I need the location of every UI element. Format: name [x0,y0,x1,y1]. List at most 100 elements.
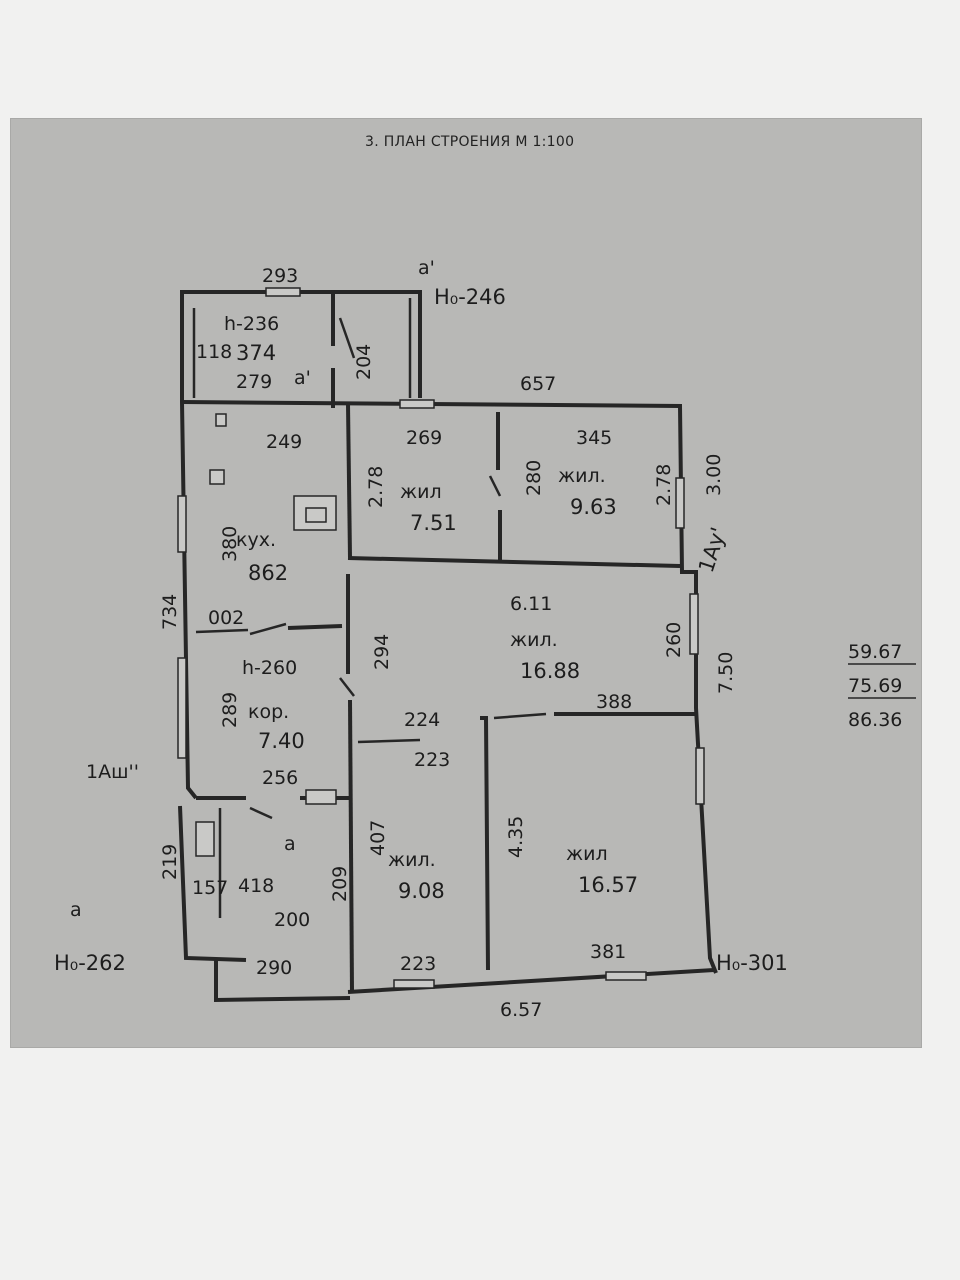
mark-section-left: 1Аш'' [86,761,139,783]
window-kitchen-left [177,495,187,553]
dim-657-top: 657 [520,373,556,395]
corridor-living-wall-lower [348,699,354,993]
living-bedroom3-wall [357,738,421,744]
floor-plan-drawing: 3. ПЛАН СТРОЕНИЯ М 1:100 [54,134,916,1021]
window-living-right [689,593,699,655]
stove-symbol-b [209,469,225,485]
kitchen-corridor-wall-left [195,628,249,634]
dim-734: 734 [159,594,181,630]
dim-750: 7.50 [715,652,737,694]
window-bedroom3-bottom [393,979,435,989]
bedrooms-living-wall [347,556,681,568]
plan-title: 3. ПЛАН СТРОЕНИЯ М 1:100 [365,134,574,150]
corridor-living-door [339,677,355,697]
toilet-symbol [195,821,215,857]
living-area: 16.88 [520,659,580,683]
dim-219: 219 [159,844,181,880]
dim-269: 269 [406,427,442,449]
dim-345: 345 [576,427,612,449]
kitchen-area: 862 [248,561,288,585]
kitchen-bedroom1-wall [346,403,352,559]
bath-dim-b: 418 [238,875,274,897]
bath-bottom-wall [214,958,351,1003]
bedroom3-bedroom4-wall [480,716,490,971]
mark-h-left: Н₀-262 [54,951,126,975]
window-bedroom2-right [675,477,685,529]
oven-symbol-inner [305,507,327,523]
vestibule-door [338,317,356,359]
kitchen-name: кух. [236,529,276,551]
dim-279: 279 [236,371,272,393]
room-labels: h-236 374 жил 7.51 жил. 9.63 кух. 862 жи… [192,313,638,903]
dim-223-upper: 223 [414,749,450,771]
bedroom4-area: 16.57 [578,873,638,897]
dim-260: 260 [663,622,685,658]
area-line-2: 75.69 [848,675,902,697]
dim-388: 388 [596,691,632,713]
mark-a-prime-small: a' [294,367,311,389]
dim-278-right: 2.78 [653,464,675,506]
mark-section-right: 1Ау' [694,524,731,575]
dimension-labels: 293 118 204 279 657 249 269 345 2.78 280… [159,265,737,1021]
dim-256: 256 [262,767,298,789]
dim-300: 3.00 [703,454,725,496]
dim-611: 6.11 [510,593,552,615]
dim-280: 280 [523,460,545,496]
bedroom3-area: 9.08 [398,879,445,903]
outer-wall-right [680,570,718,974]
dim-224: 224 [404,709,440,731]
kitchen-door [249,622,287,636]
vestibule-outer-wall [180,290,422,402]
dim-200: 200 [274,909,310,931]
dim-002: 002 [208,607,244,629]
window-corridor-left [177,657,187,759]
window-bedroom4-bottom [605,971,647,981]
dim-294: 294 [371,634,393,670]
mark-a-left: a [70,899,82,921]
mark-h-right: Н₀-301 [716,951,788,975]
mark-a-prime-top: a' [418,257,435,279]
plan-sheet: 3. ПЛАН СТРОЕНИЯ М 1:100 [10,118,922,1048]
corridor-height: h-260 [242,657,297,679]
window-bedroom4-right [695,747,705,805]
dim-249: 249 [266,431,302,453]
dim-657-bottom: 6.57 [500,999,542,1021]
mark-a-bath: a [284,833,296,855]
area-line-3: 86.36 [848,709,902,731]
stove-symbol-a [215,413,227,427]
dim-223-lower: 223 [400,953,436,975]
area-line-1: 59.67 [848,641,902,663]
bedroom3-name: жил. [388,849,436,871]
bedroom2-name: жил. [558,465,606,487]
corridor-name: кор. [248,701,289,723]
vestibule-height: h-236 [224,313,279,335]
bedroom1-name: жил [400,481,442,503]
dim-435: 4.35 [505,816,527,858]
mark-h-top-right: Н₀-246 [434,285,506,309]
windows [177,287,705,989]
corridor-area: 7.40 [258,729,305,753]
dim-290: 290 [256,957,292,979]
dim-204: 204 [353,344,375,380]
window-top-mid [399,399,435,409]
kitchen-corridor-wall-right [287,624,343,630]
bedroom4-door-head [493,712,547,720]
dim-407: 407 [367,820,389,856]
dim-289: 289 [219,692,241,728]
bedroom2-area: 9.63 [570,495,617,519]
dim-278-left: 2.78 [365,466,387,508]
bath-door [249,806,273,820]
dim-380: 380 [219,526,241,562]
walls [178,290,718,1003]
dim-381: 381 [590,941,626,963]
bedroom1-area: 7.51 [410,511,457,535]
bedroom4-name: жил [566,843,608,865]
corridor-window [305,789,337,805]
marks: a' Н₀-246 a' 1Ау' 1Аш'' a Н₀-262 a Н₀-30… [54,257,788,975]
area-summary: 59.67 75.69 86.36 [848,641,916,731]
outer-wall-left-lower [178,805,247,962]
dim-209: 209 [329,866,351,902]
vestibule-area: 374 [236,341,276,365]
window-vestibule-top [265,287,301,297]
bedroom1-door [488,475,502,497]
